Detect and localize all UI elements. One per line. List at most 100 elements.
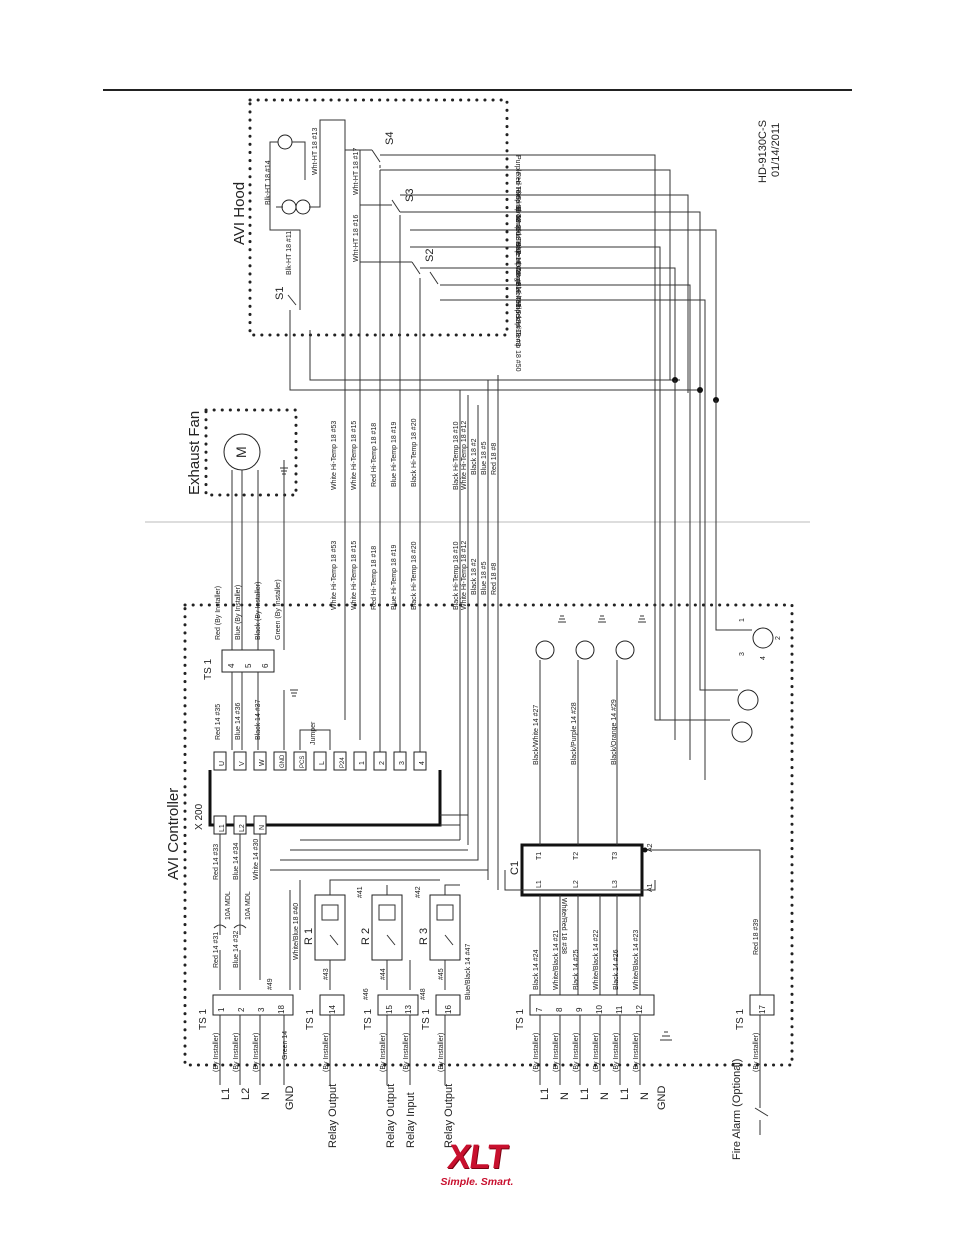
contactor-label: C1 [509,861,521,875]
relay-label: R 1 [303,928,315,945]
field-label: L1 [619,1088,631,1100]
bundle-label: Red 18 #8 [491,443,498,475]
bundle-label: White Hi-Temp 18 #12 [461,421,468,490]
terminal-label: 11 [615,1005,624,1014]
bundle-label: White Hi-Temp 18 #53 [331,421,338,490]
feed-wire-label: White 14 #30 [253,839,260,880]
ts1-wire-label: Red 14 #31 [213,932,220,968]
bundle-label: White Hi-Temp 18 #15 [351,541,358,610]
x200-terminal-label: V [239,761,246,766]
installer-note: (By Installer) [533,1033,540,1072]
lamp-wire-label: Wht-HT 18 #16 [353,215,360,262]
outlet-wire-label: Black/Orange 14 #29 [611,699,618,765]
contactor-c1: C1 L1 L2 L3 T1 T2 T3 A1 A2 White/Red 18 … [504,660,761,995]
outlet-wire-label: Black/Purple 14 #28 [571,702,578,765]
ts1-fan-terminals: TS 1 4 5 6 Red (By Installer) Blue (By I… [203,579,331,750]
x200-terminal-label: GND [280,754,286,768]
field-label: GND [656,1086,668,1111]
field-label: Relay Output [327,1084,339,1148]
contactor-terminal: L1 [536,880,543,888]
relay-wire-label: #48 [420,988,427,1000]
bundle-label: Black Hi-Temp 18 #20 [411,418,418,487]
outlet-icon [615,640,635,660]
x200-terminal-label: P24 [340,757,346,768]
feed-wire-label: Red 14 #33 [213,844,220,880]
bundle-label: Blue Hi-Temp 18 #19 [391,422,398,487]
relay-label: R 3 [418,928,430,945]
receptacles: Black/White 14 #27 Black/Purple 14 #28 B… [533,380,782,765]
terminal-label: 15 [385,1005,394,1014]
relay-wire-label: #43 [323,968,330,980]
connector-pin-label: 1 [739,618,746,622]
ts1-wire-label: Black 14 #26 [613,949,620,990]
terminal-label: 3 [257,1007,266,1012]
terminal-block-label: TS 1 [735,1008,746,1030]
motor-label: M [233,446,249,458]
fuse-label: 10A MDL [225,891,232,920]
x200-terminal-label: W [259,759,266,766]
contactor-wire-label: Red 18 #39 [753,919,760,955]
field-label: L1 [220,1088,232,1100]
feed-wire-label: Blue 14 #34 [233,843,240,880]
ground-symbols [558,615,672,1041]
lamp-wire-label: Blk-HT 18 #14 [265,160,272,205]
installer-note: (By Installer) [438,1033,445,1072]
lamp-icon [281,199,297,215]
contactor-terminal: A2 [647,843,654,852]
x200-terminal-label: 1 [359,761,366,765]
installer-note: (By Installer) [380,1033,387,1072]
terminal-label: 10 [595,1005,604,1014]
bundle-label: Blue 18 #5 [481,441,488,475]
run-wire-label: Black Hi-Temp 18 #50 [514,303,521,372]
bundle-label: White Hi-Temp 18 #15 [351,421,358,490]
field-label: Relay Output [385,1084,397,1148]
connector-icon [737,689,759,711]
hood-boundary [248,98,509,337]
wire-bundle: White Hi-Temp 18 #53 White Hi-Temp 18 #1… [289,130,700,890]
terminal-block-label: TS 1 [515,1008,526,1030]
installer-note: (By Installer) [253,1033,260,1072]
terminal-label: 9 [575,1007,584,1012]
outlet-icon [535,640,555,660]
relay-wire-label: #44 [380,968,387,980]
field-label: GND [284,1086,296,1111]
ts1-terminal-blocks: TS 1 TS 1 TS 1 TS 1 TS 1 TS 1 1 2 3 18 1… [198,930,775,1100]
contactor-terminal: L3 [612,880,619,888]
relay-r3 [429,894,461,961]
field-label: Relay Input [405,1092,417,1148]
x200-label: X 200 [194,803,205,830]
connector-icon [731,721,753,743]
bundle-label: White Hi-Temp 18 #12 [461,541,468,610]
relay-wire-label: #42 [415,886,422,898]
relay-wire-label: #45 [438,968,445,980]
run-wire-label: Brown Hi-Temp 18 #4 [514,207,521,274]
run-wire-label: Blue Hi-Temp 18 #51 [514,242,521,307]
bundle-label: Black Hi-Temp 18 #20 [411,541,418,610]
x200-terminal-label: 4 [419,761,426,765]
x200-drive: X 200 L1 L2 N U V W GND PCS L P24 1 2 3 [194,751,442,835]
terminal-block-label: TS 1 [203,658,214,680]
switch-label: S2 [424,249,436,262]
outlet-icon [575,640,595,660]
bundle-label: Blue Hi-Temp 18 #19 [391,545,398,610]
terminal-label: 7 [535,1007,544,1012]
bundle-label: Black Hi-Temp 18 #10 [453,421,460,490]
field-wire-label: Blue (By Installer) [235,585,242,640]
x200-terminal-label: PCS [300,756,306,768]
junction-dot [697,387,703,393]
switch-label: S1 [274,287,286,300]
exhaust-fan: M [223,433,288,650]
connector-icon [752,627,774,649]
lamp-wire-label: Wht-HT 18 #13 [312,128,319,175]
jumper-label: Jumper [310,721,317,745]
installer-note: (By Installer) [213,1033,220,1072]
fan-title: Exhaust Fan [186,411,203,495]
bundle-label: Black 18 #2 [471,438,478,475]
relays: R 1 R 2 R 3 #41 #42 #43 #44 #45 #46 #48 … [303,879,472,1000]
run-wire-label: Black Hi-Temp 18 #3 [514,282,521,347]
fan-boundary [204,408,298,497]
terminal-label: 2 [237,1007,246,1012]
contactor-terminal: T3 [612,852,619,860]
lamp-icon [277,134,293,150]
